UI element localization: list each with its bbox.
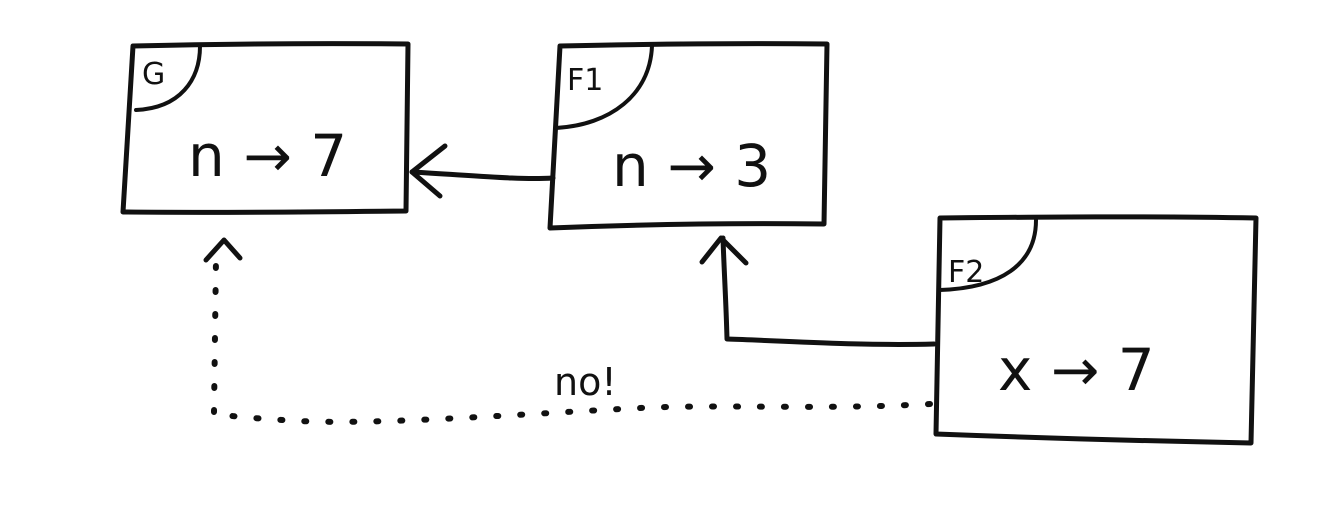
annotation-no: no!	[554, 360, 617, 404]
frame-g: G n → 7	[120, 41, 411, 215]
arrow-f2-to-g-dotted	[203, 237, 933, 425]
frame-f2-box	[933, 214, 1259, 446]
frame-f1: F1 n → 3	[547, 41, 830, 231]
frame-g-tag-corner	[134, 44, 202, 112]
frame-f2-tag: F2	[948, 255, 984, 290]
frame-g-binding: n → 7	[188, 122, 347, 190]
frame-f1-box	[547, 41, 830, 231]
arrow-f2-to-f1	[699, 235, 937, 347]
frame-f1-tag: F1	[567, 63, 603, 98]
frame-g-box	[120, 41, 411, 215]
frame-f1-tag-corner	[554, 44, 654, 130]
frame-f2-tag-corner	[938, 218, 1038, 292]
frame-f2-binding: x → 7	[998, 336, 1155, 404]
frame-f2: F2 x → 7	[933, 214, 1259, 446]
frame-g-tag: G	[142, 57, 165, 92]
arrow-f1-to-g	[409, 143, 556, 199]
frame-f1-binding: n → 3	[612, 132, 771, 200]
